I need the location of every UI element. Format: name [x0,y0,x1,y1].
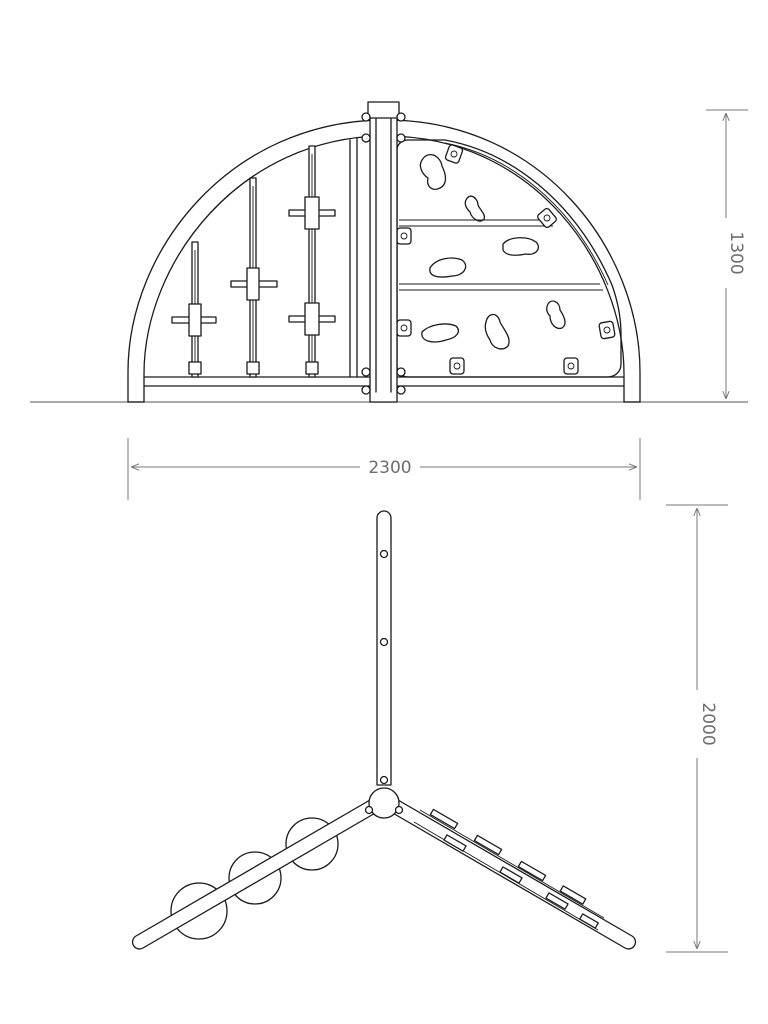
depth-dimension: 2000 [666,504,728,953]
left-panel-frame [349,137,358,378]
bracket [449,357,465,375]
width-dimension: 2300 [127,438,641,500]
climbing-holds [419,153,566,350]
climbing-hold [429,257,467,278]
bracket [563,357,579,375]
left-leg [131,799,378,950]
vertical-leg [376,510,392,786]
central-hub [364,787,404,819]
bracket [537,207,557,229]
post-bolts [361,112,406,395]
plan-view: 2000 [131,504,728,953]
stepping-disc [228,851,282,905]
depth-dimension-label: 2000 [698,702,718,745]
climbing-rod-1 [171,241,217,378]
climbing-rod-3 [288,145,336,378]
climbing-hold [419,153,447,190]
climbing-hold [546,300,566,330]
height-dimension: 1300 [706,109,748,399]
elevation-view: 1300 2300 [30,101,748,500]
stepping-disc [285,817,339,871]
panel-brackets [396,144,616,375]
central-post [367,101,400,403]
climbing-hold [484,313,510,350]
bracket [598,320,616,340]
bracket [396,227,412,245]
bracket [396,319,412,337]
climbing-rod-2 [230,177,278,378]
width-dimension-label: 2300 [368,458,411,478]
bracket [444,144,464,164]
stepping-disc [170,882,228,940]
stepping-discs [170,817,339,940]
wall-hold-markers [429,808,599,929]
climbing-hold [464,195,486,222]
height-dimension-label: 1300 [726,231,746,274]
right-leg [390,799,637,950]
climbing-hold [502,237,540,256]
bottom-rail-left [143,376,371,387]
climbing-hold [421,323,460,343]
